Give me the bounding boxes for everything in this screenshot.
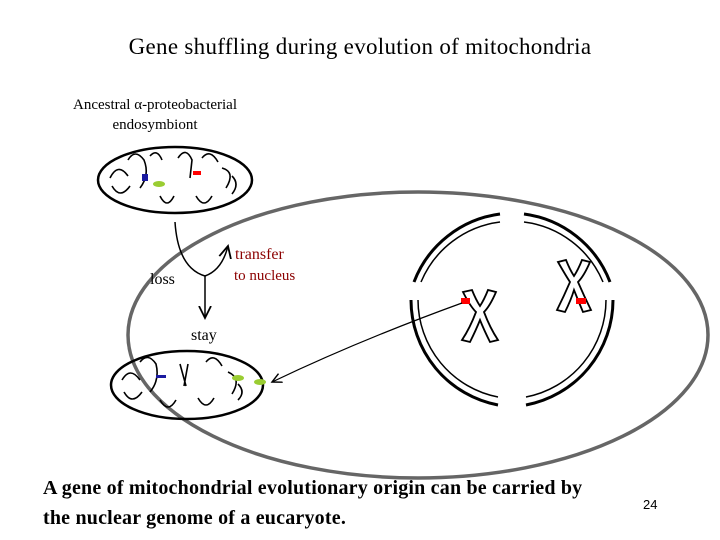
stay-label: stay bbox=[191, 327, 217, 344]
mito-green-protein-2 bbox=[254, 379, 266, 385]
mitochondrion-outer-membrane bbox=[109, 349, 265, 421]
chromosome-left bbox=[460, 288, 500, 344]
nuclear-envelope-inner-bottom-right bbox=[525, 299, 607, 398]
caption-line1: A gene of mitochondrial evolutionary ori… bbox=[43, 477, 583, 499]
chromosome-right-gene-marker bbox=[576, 298, 586, 304]
endosymbiont-cristae bbox=[109, 151, 237, 204]
nuclear-envelope-inner-right bbox=[523, 221, 604, 283]
ancestral-endosymbiont-label: Ancestral α-proteobacterial endosymbiont bbox=[40, 95, 270, 135]
nucleus bbox=[409, 212, 615, 407]
ancestral-endosymbiont bbox=[96, 145, 254, 215]
protein-import-arrow bbox=[272, 302, 463, 382]
gene-red-marker bbox=[193, 171, 201, 175]
ancestral-label-line2: endosymbiont bbox=[112, 117, 198, 133]
ancestral-label-line1: Ancestral α-proteobacterial bbox=[72, 97, 238, 113]
slide-caption: A gene of mitochondrial evolutionary ori… bbox=[43, 473, 693, 533]
endosymbiont-outer-membrane bbox=[96, 145, 254, 215]
arrow-branch-curve bbox=[174, 221, 206, 277]
nuclear-envelope-left-arc bbox=[412, 212, 501, 283]
nuclear-envelope-inner-left bbox=[420, 221, 501, 283]
mito-green-protein-1 bbox=[232, 375, 244, 381]
present-day-mitochondrion bbox=[109, 349, 266, 421]
caption-line2: the nuclear genome of a eucaryote. bbox=[43, 507, 347, 529]
mito-blue-gene-marker bbox=[156, 375, 166, 378]
gene-blue-marker bbox=[142, 174, 148, 181]
transfer-arrow bbox=[204, 246, 228, 277]
mitochondrion-cristae bbox=[121, 356, 243, 408]
nuclear-envelope-bottom-left-arc bbox=[409, 299, 499, 407]
nuclear-envelope-inner-bottom-left bbox=[417, 299, 499, 398]
page-number: 24 bbox=[643, 497, 658, 512]
branching-arrows bbox=[174, 221, 228, 318]
loss-label: loss bbox=[150, 271, 175, 288]
nuclear-envelope-right-arc bbox=[523, 212, 612, 283]
transfer-label: transfer bbox=[235, 246, 284, 263]
nuclear-envelope-bottom-right-arc bbox=[525, 299, 615, 407]
chromosome-left-gene-marker bbox=[461, 298, 470, 304]
gene-green-marker bbox=[153, 181, 165, 187]
to-nucleus-label: to nucleus bbox=[234, 268, 296, 284]
slide-title: Gene shuffling during evolution of mitoc… bbox=[128, 34, 592, 59]
